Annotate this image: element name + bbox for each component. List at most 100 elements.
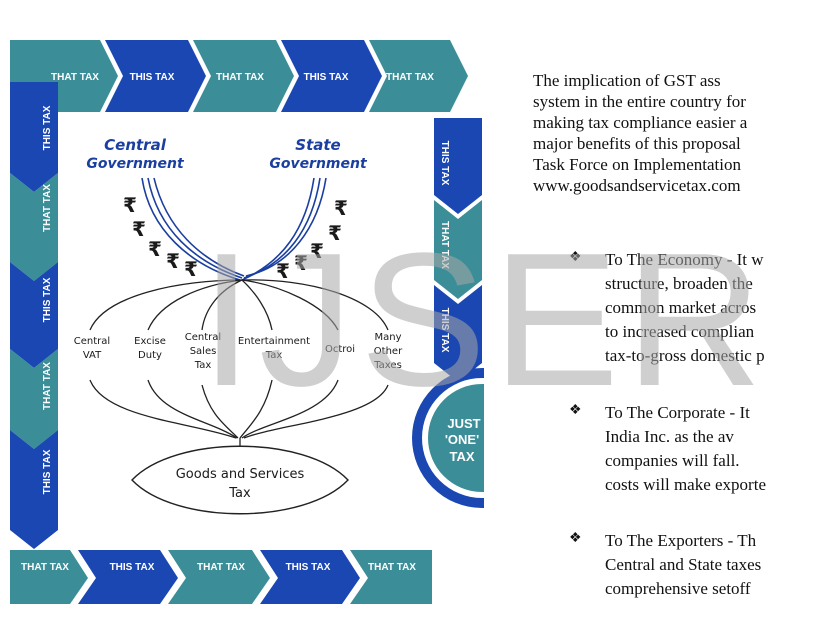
tax-other-line-2: Other	[374, 346, 403, 357]
tax-excise-line-2: Duty	[138, 350, 162, 361]
rupee-symbol-2: ₹	[132, 217, 146, 241]
bottom-arrow-strip: THAT TAX THIS TAX THAT TAX THIS TAX THAT…	[10, 550, 432, 604]
fan-line-central-vat	[89, 279, 243, 331]
central-gov-line-2: Government	[86, 156, 185, 172]
top-arrow-label-1: THAT TAX	[51, 72, 99, 83]
central-flow-line-3	[153, 177, 245, 277]
top-arrow-5	[369, 40, 468, 112]
gst-lens	[131, 445, 349, 515]
bottom-arrow-label-5: THAT TAX	[368, 562, 416, 573]
merge-line-other	[243, 384, 389, 439]
rupee-symbol-9: ₹	[294, 251, 308, 275]
fan-out-lines	[89, 279, 389, 448]
merge-line-octroi	[241, 379, 339, 439]
tax-other-line-3: Taxes	[373, 360, 402, 371]
top-arrow-3	[193, 40, 294, 112]
bullet-2-line-1: To The Corporate - It	[605, 403, 750, 422]
just-one-tax-badge: JUST 'ONE' TAX	[412, 368, 484, 508]
rupee-symbol-5: ₹	[184, 257, 198, 281]
tax-other-line-1: Many	[374, 332, 401, 343]
left-arrow-4	[10, 349, 58, 449]
fan-line-other	[241, 279, 389, 331]
bullet-3-line-1: To The Exporters - Th	[605, 531, 757, 550]
bullet-marker-2: ❖	[569, 403, 582, 418]
bottom-arrow-3	[168, 550, 270, 604]
bullet-corporate-text: To The Corporate - It India Inc. as the …	[605, 401, 820, 497]
left-arrow-2	[10, 173, 58, 281]
bottom-arrow-label-1: THAT TAX	[21, 562, 69, 573]
top-arrow-label-2: THIS TAX	[130, 72, 175, 83]
gst-figure: THAT TAX THIS TAX THAT TAX THIS TAX THAT…	[10, 40, 484, 604]
bullet-1-line-1: To The Economy - It w	[605, 250, 764, 269]
merge-line-entertainment	[239, 379, 273, 439]
state-gov-line-1: State	[295, 136, 340, 154]
top-arrow-4	[281, 40, 382, 112]
bullet-2-line-4: costs will make exporte	[605, 475, 766, 494]
tax-central-vat-line-2: VAT	[83, 350, 102, 361]
tax-excise-line-1: Excise	[134, 336, 166, 347]
badge-line-2: 'ONE'	[445, 432, 479, 447]
left-arrow-label-4: THAT TAX	[42, 362, 53, 410]
bottom-arrow-4	[260, 550, 360, 604]
intro-line-4: major benefits of this proposal	[533, 134, 741, 153]
left-arrow-strip: THIS TAX THAT TAX THIS TAX THAT TAX THIS…	[10, 82, 58, 549]
tax-cst-line-1: Central	[185, 332, 221, 343]
rupee-symbol-3: ₹	[148, 237, 162, 261]
bullet-2-line-3: companies will fall.	[605, 451, 740, 470]
tax-central-vat-line-1: Central	[74, 336, 110, 347]
merge-line-cst	[201, 384, 239, 439]
left-arrow-label-3: THIS TAX	[42, 277, 53, 322]
merge-line-excise	[147, 379, 238, 439]
fan-line-octroi	[241, 279, 339, 331]
bottom-arrow-label-3: THAT TAX	[197, 562, 245, 573]
bullet-1-line-3: common market acros	[605, 298, 757, 317]
bullet-marker-1: ❖	[569, 250, 582, 265]
figure-background	[10, 40, 484, 604]
tax-cst-line-2: Sales	[190, 346, 217, 357]
text-column: The implication of GST ass system in the…	[533, 70, 820, 610]
rupee-symbol-10: ₹	[276, 259, 290, 283]
top-arrow-label-4: THIS TAX	[304, 72, 349, 83]
badge-core	[428, 384, 484, 492]
left-arrow-5	[10, 430, 58, 549]
bottom-arrow-5	[350, 550, 432, 604]
merge-line-central-vat	[89, 379, 237, 439]
badge-line-3: TAX	[449, 449, 474, 464]
state-gov-line-2: Government	[269, 156, 368, 172]
bottom-arrow-label-2: THIS TAX	[110, 562, 155, 573]
left-arrow-label-1: THIS TAX	[42, 105, 53, 150]
central-flow-line-2	[147, 177, 243, 279]
state-flow-line-3	[245, 177, 327, 277]
central-gov-line-1: Central	[104, 136, 167, 154]
fan-line-excise	[147, 279, 243, 331]
intro-paragraph: The implication of GST ass system in the…	[533, 70, 747, 196]
left-arrow-1	[10, 82, 58, 192]
bullet-marker-3: ❖	[569, 531, 582, 546]
intro-line-5: Task Force on Implementation	[533, 155, 741, 174]
intro-line-3: making tax compliance easier a	[533, 113, 748, 132]
bullet-economy-text: To The Economy - It w structure, broaden…	[605, 248, 820, 368]
top-arrow-label-5: THAT TAX	[386, 72, 434, 83]
bottom-arrow-1	[10, 550, 88, 604]
bullet-exporters-text: To The Exporters - Th Central and State …	[605, 529, 820, 601]
fan-line-cst	[201, 279, 243, 331]
badge-line-1: JUST	[447, 416, 480, 431]
tax-octroi-line-1: Octroi	[325, 344, 355, 355]
tax-entertainment-line-2: Tax	[265, 350, 283, 361]
rupee-symbol-8: ₹	[310, 239, 324, 263]
rupee-symbol-6: ₹	[334, 196, 348, 220]
bullet-1-line-2: structure, broaden the	[605, 274, 753, 293]
right-arrow-label-1: THIS TAX	[439, 141, 450, 186]
bullet-1-line-4: to increased complian	[605, 322, 755, 341]
top-arrow-label-3: THAT TAX	[216, 72, 264, 83]
right-arrow-strip: THIS TAX THAT TAX THIS TAX	[434, 118, 482, 382]
bottom-arrow-2	[78, 550, 178, 604]
left-arrow-label-2: THAT TAX	[42, 184, 53, 232]
gst-label-line-1: Goods and Services	[176, 467, 305, 482]
intro-line-6: www.goodsandservicetax.com	[533, 176, 741, 195]
bullet-3-line-3: comprehensive setoff	[605, 579, 751, 598]
intro-line-1: The implication of GST ass	[533, 71, 721, 90]
bottom-arrow-label-4: THIS TAX	[286, 562, 331, 573]
left-arrow-3	[10, 262, 58, 368]
right-arrow-2	[434, 200, 482, 299]
